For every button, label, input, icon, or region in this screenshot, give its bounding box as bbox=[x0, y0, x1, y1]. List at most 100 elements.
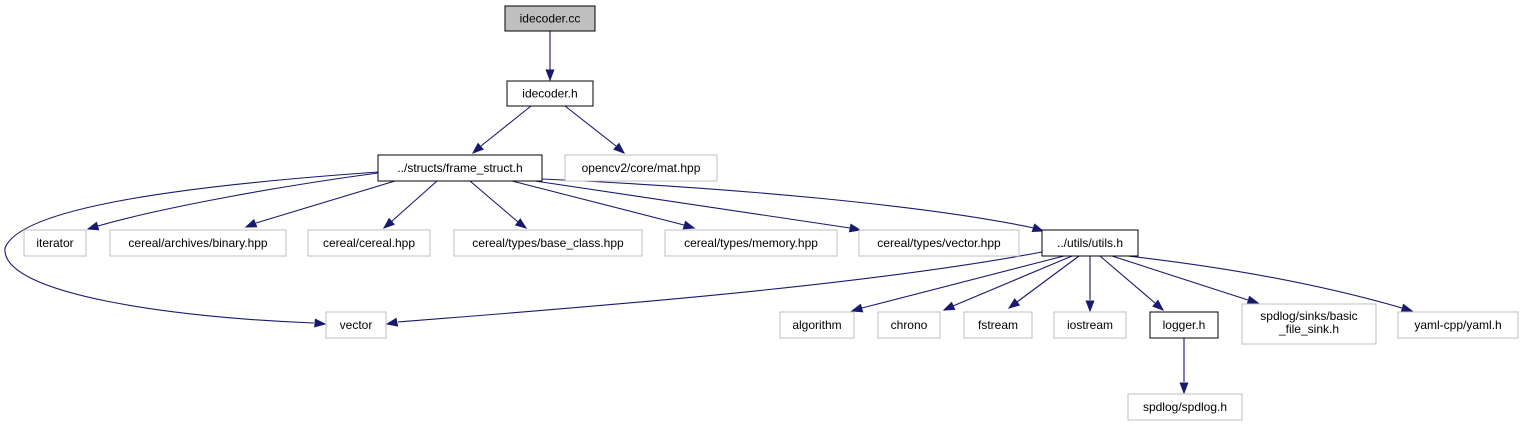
node-label: ../utils/utils.h bbox=[1057, 236, 1123, 250]
arrowhead-icon bbox=[314, 318, 327, 328]
node-logger[interactable]: logger.h bbox=[1149, 311, 1219, 339]
arrowhead-icon bbox=[682, 220, 696, 230]
edge-utils-to-basic-file-sink bbox=[1111, 255, 1260, 305]
arrowhead-icon bbox=[385, 317, 399, 327]
node-label: chrono bbox=[891, 318, 928, 332]
arrowhead-icon bbox=[545, 69, 555, 82]
node-chrono[interactable]: chrono bbox=[877, 311, 941, 339]
arrowhead-icon bbox=[86, 221, 100, 231]
edge-idecoder-h-to-frame-struct bbox=[471, 105, 532, 154]
node-mat[interactable]: opencv2/core/mat.hpp bbox=[564, 154, 718, 182]
node-algorithm[interactable]: algorithm bbox=[779, 311, 855, 339]
node-label: cereal/types/memory.hpp bbox=[684, 236, 818, 250]
node-box bbox=[877, 311, 941, 339]
arrowhead-icon bbox=[514, 218, 528, 229]
node-idecoder-cc[interactable]: idecoder.cc bbox=[504, 5, 596, 32]
node-iostream[interactable]: iostream bbox=[1053, 311, 1127, 339]
node-box bbox=[506, 80, 594, 107]
node-label: spdlog/spdlog.h bbox=[1143, 400, 1227, 414]
node-box bbox=[1127, 393, 1243, 421]
edge-utils-to-yaml bbox=[1127, 255, 1414, 313]
node-idecoder-h[interactable]: idecoder.h bbox=[506, 80, 594, 107]
edge-line bbox=[4, 171, 379, 324]
edge-utils-to-vector bbox=[385, 251, 1043, 327]
node-label: opencv2/core/mat.hpp bbox=[582, 161, 701, 175]
nodes-layer: idecoder.cc idecoder.h ../structs/frame_st… bbox=[23, 5, 1519, 421]
edge-line bbox=[541, 178, 1035, 229]
node-vector-hpp[interactable]: cereal/types/vector.hpp bbox=[858, 229, 1020, 257]
node-label: logger.h bbox=[1163, 318, 1206, 332]
node-label: cereal/types/base_class.hpp bbox=[472, 236, 624, 250]
node-label: cereal/cereal.hpp bbox=[323, 236, 415, 250]
edge-line bbox=[1099, 255, 1156, 304]
node-spdlog[interactable]: spdlog/spdlog.h bbox=[1127, 393, 1243, 421]
edge-line bbox=[469, 180, 519, 223]
edge-line bbox=[1111, 255, 1249, 301]
arrowhead-icon bbox=[1246, 295, 1260, 305]
node-basic-file-sink[interactable]: spdlog/sinks/basic_file_sink.h bbox=[1241, 303, 1377, 345]
node-label: iterator bbox=[36, 236, 73, 250]
node-label: idecoder.h bbox=[522, 87, 577, 101]
edge-utils-to-iostream bbox=[1085, 256, 1095, 313]
node-box bbox=[109, 229, 287, 257]
node-box bbox=[453, 229, 643, 257]
node-box bbox=[325, 311, 387, 339]
arrowhead-icon bbox=[471, 142, 484, 154]
node-base-class[interactable]: cereal/types/base_class.hpp bbox=[453, 229, 643, 257]
node-label: vector bbox=[340, 318, 373, 332]
node-label: algorithm bbox=[792, 318, 841, 332]
arrowhead-icon bbox=[1031, 223, 1045, 232]
node-box bbox=[504, 5, 596, 32]
edge-frame-struct-to-memory bbox=[511, 180, 696, 230]
edge-line bbox=[255, 180, 396, 224]
edge-line bbox=[390, 180, 438, 223]
edge-utils-to-logger bbox=[1099, 255, 1165, 311]
arrowhead-icon bbox=[1179, 382, 1189, 395]
node-yaml[interactable]: yaml-cpp/yaml.h bbox=[1397, 311, 1519, 339]
node-fstream[interactable]: fstream bbox=[963, 311, 1033, 339]
node-label: cereal/archives/binary.hpp bbox=[128, 236, 268, 250]
arrowhead-icon bbox=[942, 301, 956, 311]
node-label: spdlog/sinks/basic_file_sink.h bbox=[1260, 309, 1357, 336]
edge-line bbox=[564, 105, 617, 147]
node-box bbox=[779, 311, 855, 339]
edge-line bbox=[97, 172, 379, 227]
edge-frame-struct-to-vector bbox=[4, 171, 379, 328]
node-box bbox=[23, 229, 87, 257]
edge-frame-struct-to-base-class bbox=[469, 180, 528, 229]
node-box bbox=[1241, 303, 1377, 345]
node-box bbox=[664, 229, 838, 257]
arrowhead-icon bbox=[382, 217, 395, 229]
edge-frame-struct-to-iterator bbox=[86, 172, 379, 231]
edge-utils-to-fstream bbox=[1007, 255, 1080, 309]
arrowhead-icon bbox=[1007, 298, 1021, 309]
node-box bbox=[963, 311, 1033, 339]
edge-logger-to-spdlog bbox=[1179, 338, 1189, 395]
edge-line bbox=[1127, 255, 1403, 309]
node-box bbox=[1397, 311, 1519, 339]
edge-idecoder-cc-to-idecoder-h bbox=[545, 31, 555, 82]
arrowhead-icon bbox=[613, 142, 626, 154]
node-box bbox=[1053, 311, 1127, 339]
edge-utils-to-chrono bbox=[942, 255, 1073, 311]
node-binary[interactable]: cereal/archives/binary.hpp bbox=[109, 229, 287, 257]
node-box bbox=[1149, 311, 1219, 339]
edge-line bbox=[1016, 255, 1080, 303]
node-cereal[interactable]: cereal/cereal.hpp bbox=[307, 229, 431, 257]
node-box bbox=[858, 229, 1020, 257]
node-label: idecoder.cc bbox=[520, 12, 581, 26]
node-label: ../structs/frame_struct.h bbox=[397, 161, 522, 175]
node-label: fstream bbox=[978, 318, 1018, 332]
node-frame-struct[interactable]: ../structs/frame_struct.h bbox=[377, 154, 543, 182]
node-vector[interactable]: vector bbox=[325, 311, 387, 339]
node-iterator[interactable]: iterator bbox=[23, 229, 87, 257]
edge-frame-struct-to-vector-hpp bbox=[534, 180, 862, 233]
node-utils[interactable]: ../utils/utils.h bbox=[1041, 229, 1139, 257]
node-memory[interactable]: cereal/types/memory.hpp bbox=[664, 229, 838, 257]
node-label: iostream bbox=[1067, 318, 1113, 332]
arrowhead-icon bbox=[1085, 300, 1095, 313]
edge-frame-struct-to-cereal bbox=[382, 180, 438, 229]
edge-line bbox=[480, 105, 532, 147]
edge-line bbox=[397, 251, 1043, 323]
